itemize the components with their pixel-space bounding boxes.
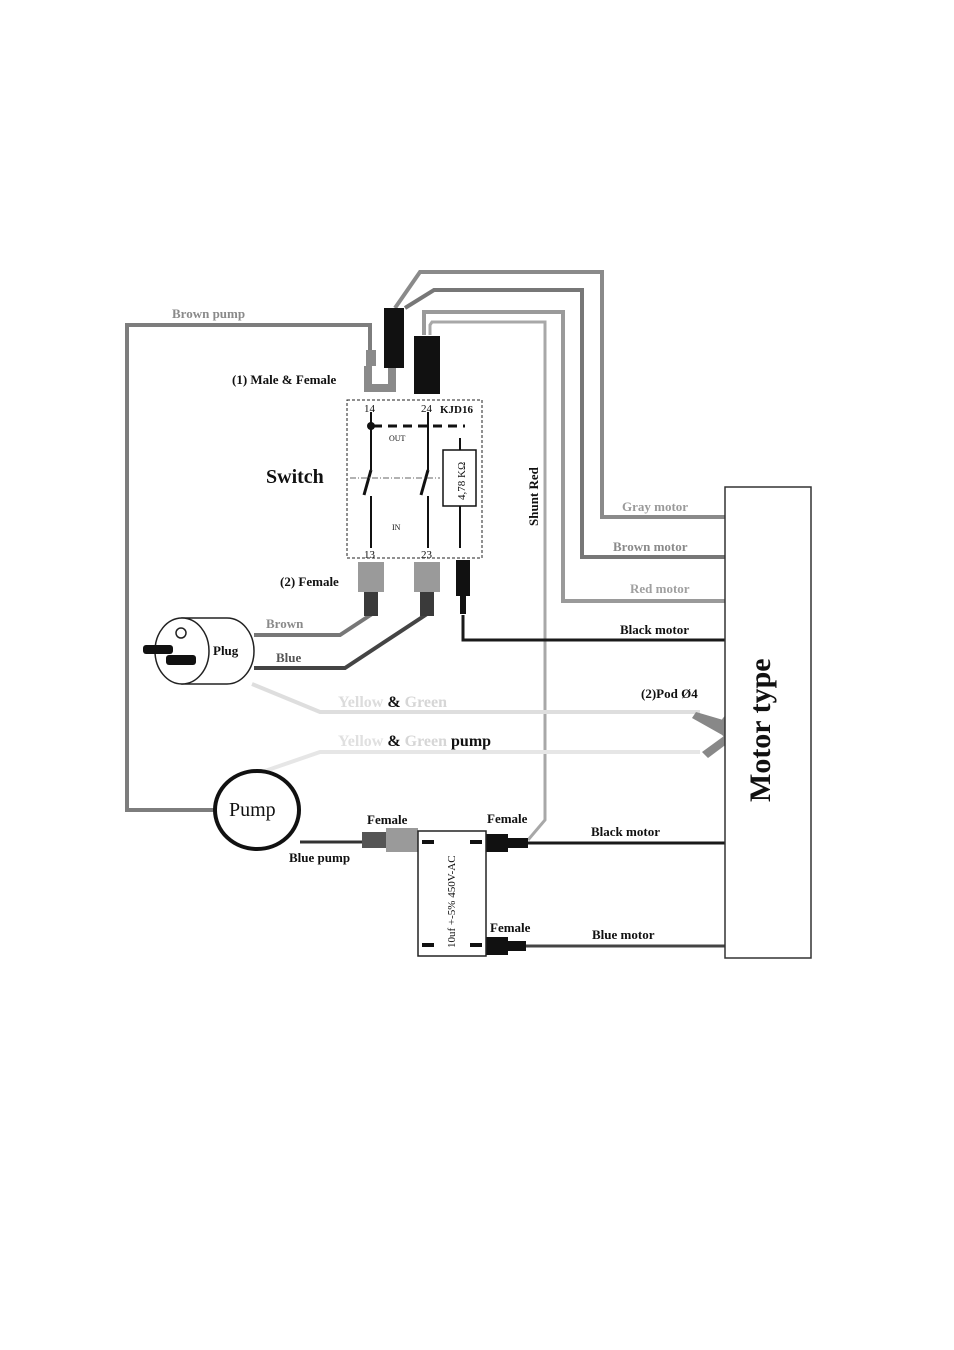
black-connector-right xyxy=(414,336,440,394)
label-capacitor: 10uf +-5% 450V-AC xyxy=(446,855,458,948)
label-red-motor: Red motor xyxy=(630,581,690,596)
label-female-cap-top: Female xyxy=(487,811,528,826)
label-plug: Plug xyxy=(213,643,239,658)
label-blue: Blue xyxy=(276,650,302,665)
label-female-cap-bottom: Female xyxy=(490,920,531,935)
pump-female-connector xyxy=(386,828,418,852)
cap-female-connector-bottom xyxy=(486,937,508,955)
plug-pin-icon-2 xyxy=(166,655,196,665)
black-connector-switch xyxy=(456,560,470,596)
female-connector-13 xyxy=(358,562,384,592)
black-connector-switch-pin xyxy=(460,596,466,614)
label-male-female: (1) Male & Female xyxy=(232,372,337,387)
label-blue-pump: Blue pump xyxy=(289,850,350,865)
plug-pin-icon xyxy=(143,645,173,654)
label-female-pump: Female xyxy=(367,812,408,827)
label-black-motor-bottom: Black motor xyxy=(591,824,660,839)
wire-yellow-green xyxy=(252,684,700,712)
female-connector-23-tail xyxy=(420,592,434,616)
female-connector-23 xyxy=(414,562,440,592)
label-terminal-24: 24 xyxy=(421,403,433,415)
wire-yellow-green-pump xyxy=(262,752,700,772)
label-shunt-red: Shunt Red xyxy=(526,466,541,526)
label-terminal-14: 14 xyxy=(364,403,376,415)
label-pump: Pump xyxy=(229,799,276,821)
label-terminal-23: 23 xyxy=(421,549,433,561)
cap-female-connector-bottom-pin xyxy=(508,941,526,951)
label-black-motor-top: Black motor xyxy=(620,622,689,637)
label-out: OUT xyxy=(389,434,406,443)
label-brown-pump: Brown pump xyxy=(172,306,245,321)
label-gray-motor: Gray motor xyxy=(622,499,688,514)
female-connector-13-tail xyxy=(364,592,378,616)
label-brown: Brown xyxy=(266,616,304,631)
label-yellow-green: Yellow & Green xyxy=(338,694,447,711)
black-connector-left xyxy=(384,308,404,368)
label-motor-type: Motor type xyxy=(744,658,777,802)
label-brown-motor: Brown motor xyxy=(613,539,688,554)
wire-brown-pump xyxy=(127,325,370,810)
plug-earth-hole-icon xyxy=(176,628,186,638)
label-female-2: (2) Female xyxy=(280,574,339,589)
label-pod: (2)Pod Ø4 xyxy=(641,686,698,701)
label-kjd16: KJD16 xyxy=(440,404,474,416)
pump-female-connector-dark xyxy=(362,832,388,848)
label-blue-motor: Blue motor xyxy=(592,927,655,942)
cap-female-connector-top-pin xyxy=(508,838,528,848)
label-in: IN xyxy=(392,523,401,532)
label-yellow-green-pump: Yellow & Green pump xyxy=(338,733,491,750)
label-resistor: 4,78 KΩ xyxy=(456,462,468,500)
label-terminal-13: 13 xyxy=(364,549,376,561)
cap-female-connector-top xyxy=(486,834,508,852)
label-switch: Switch xyxy=(266,466,324,488)
